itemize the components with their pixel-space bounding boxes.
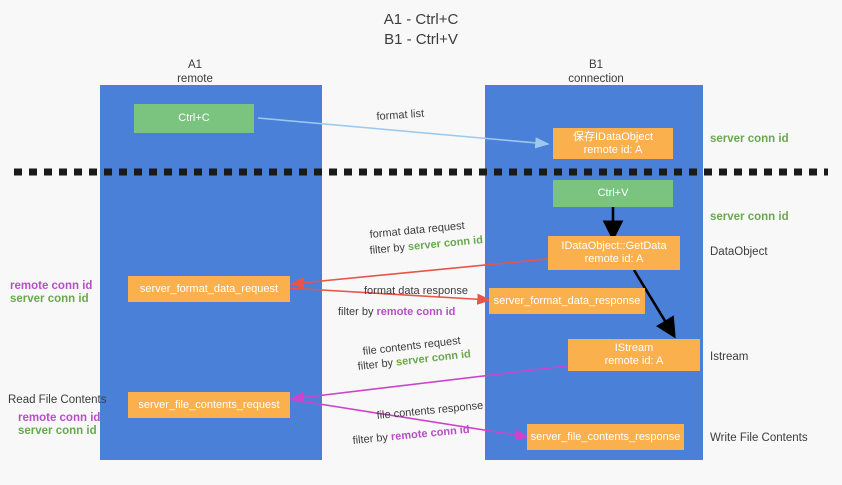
title-line-1: A1 - Ctrl+C: [383, 11, 459, 28]
arrow-format-data-response: [287, 287, 492, 305]
column-b1-sub: connection: [568, 73, 624, 85]
caption-format-data-response-text: format data response: [364, 285, 468, 297]
caption-fdreq-filter-prefix: filter by: [369, 241, 409, 257]
box-server-file-contents-response[interactable]: server_file_contents_response: [527, 424, 684, 450]
box-server-format-data-request-label: server_format_data_request: [139, 282, 279, 295]
box-save-idataobject-line2: remote id: A: [583, 143, 643, 156]
column-header-a1: A1 remote: [115, 58, 275, 86]
label-remote-conn-id-2: remote conn id: [18, 412, 101, 424]
box-server-file-contents-response-label: server_file_contents_response: [530, 430, 681, 443]
label-write-file-contents: Write File Contents: [710, 432, 808, 444]
box-server-format-data-response[interactable]: server_format_data_response: [489, 288, 645, 314]
caption-format-data-response-filter: filter by remote conn id: [338, 305, 455, 320]
box-save-idataobject-line1: 保存IDataObject: [572, 130, 654, 143]
page-title: A1 - Ctrl+C B1 - Ctrl+V: [0, 10, 842, 50]
label-server-conn-id-mid: server conn id: [710, 211, 789, 223]
arrow-file-contents-response: [287, 398, 530, 441]
caption-format-data-response: format data response: [364, 284, 468, 299]
box-server-format-data-response-label: server_format_data_response: [493, 294, 641, 307]
box-istream[interactable]: IStream remote id: A: [568, 339, 700, 371]
caption-fdresp-filter-prefix: filter by: [338, 306, 377, 318]
label-remote-conn-id-1: remote conn id: [10, 280, 93, 292]
label-server-conn-id-1: server conn id: [10, 293, 89, 305]
box-ctrl-c-label: Ctrl+C: [178, 112, 210, 124]
column-b1-name: B1: [588, 59, 604, 71]
caption-fdresp-filter-value: remote conn id: [376, 306, 456, 318]
label-istream: Istream: [710, 351, 749, 363]
box-server-format-data-request[interactable]: server_format_data_request: [128, 276, 290, 302]
arrow-format-list: [257, 117, 550, 149]
box-ctrl-v-label: Ctrl+V: [597, 187, 629, 199]
box-server-file-contents-request-label: server_file_contents_request: [138, 398, 280, 411]
box-getdata-line2: remote id: A: [584, 253, 644, 265]
column-a1-name: A1: [187, 59, 203, 71]
label-server-conn-id-2: server conn id: [18, 425, 97, 437]
caption-fcreq-filter-prefix: filter by: [357, 356, 397, 373]
label-dataobject: DataObject: [710, 246, 768, 258]
column-header-b1: B1 connection: [516, 58, 676, 86]
label-server-conn-id-top: server conn id: [710, 133, 789, 145]
box-ctrl-v[interactable]: Ctrl+V: [553, 180, 673, 207]
box-ctrl-c[interactable]: Ctrl+C: [134, 104, 254, 133]
box-server-file-contents-request[interactable]: server_file_contents_request: [128, 392, 290, 418]
column-a1-sub: remote: [177, 73, 213, 85]
arrow-getdata-to-istream: [632, 269, 676, 339]
box-idataobject-getdata[interactable]: IDataObject::GetData remote id: A: [548, 236, 680, 270]
label-read-file-contents: Read File Contents: [8, 394, 107, 406]
caption-fcresp-filter-prefix: filter by: [352, 431, 392, 447]
box-save-idataobject[interactable]: 保存IDataObject remote id: A: [553, 128, 673, 159]
title-line-2: B1 - Ctrl+V: [384, 31, 458, 48]
box-getdata-line1: IDataObject::GetData: [561, 240, 667, 252]
box-istream-line2: remote id: A: [604, 355, 664, 367]
box-istream-line1: IStream: [614, 342, 654, 354]
